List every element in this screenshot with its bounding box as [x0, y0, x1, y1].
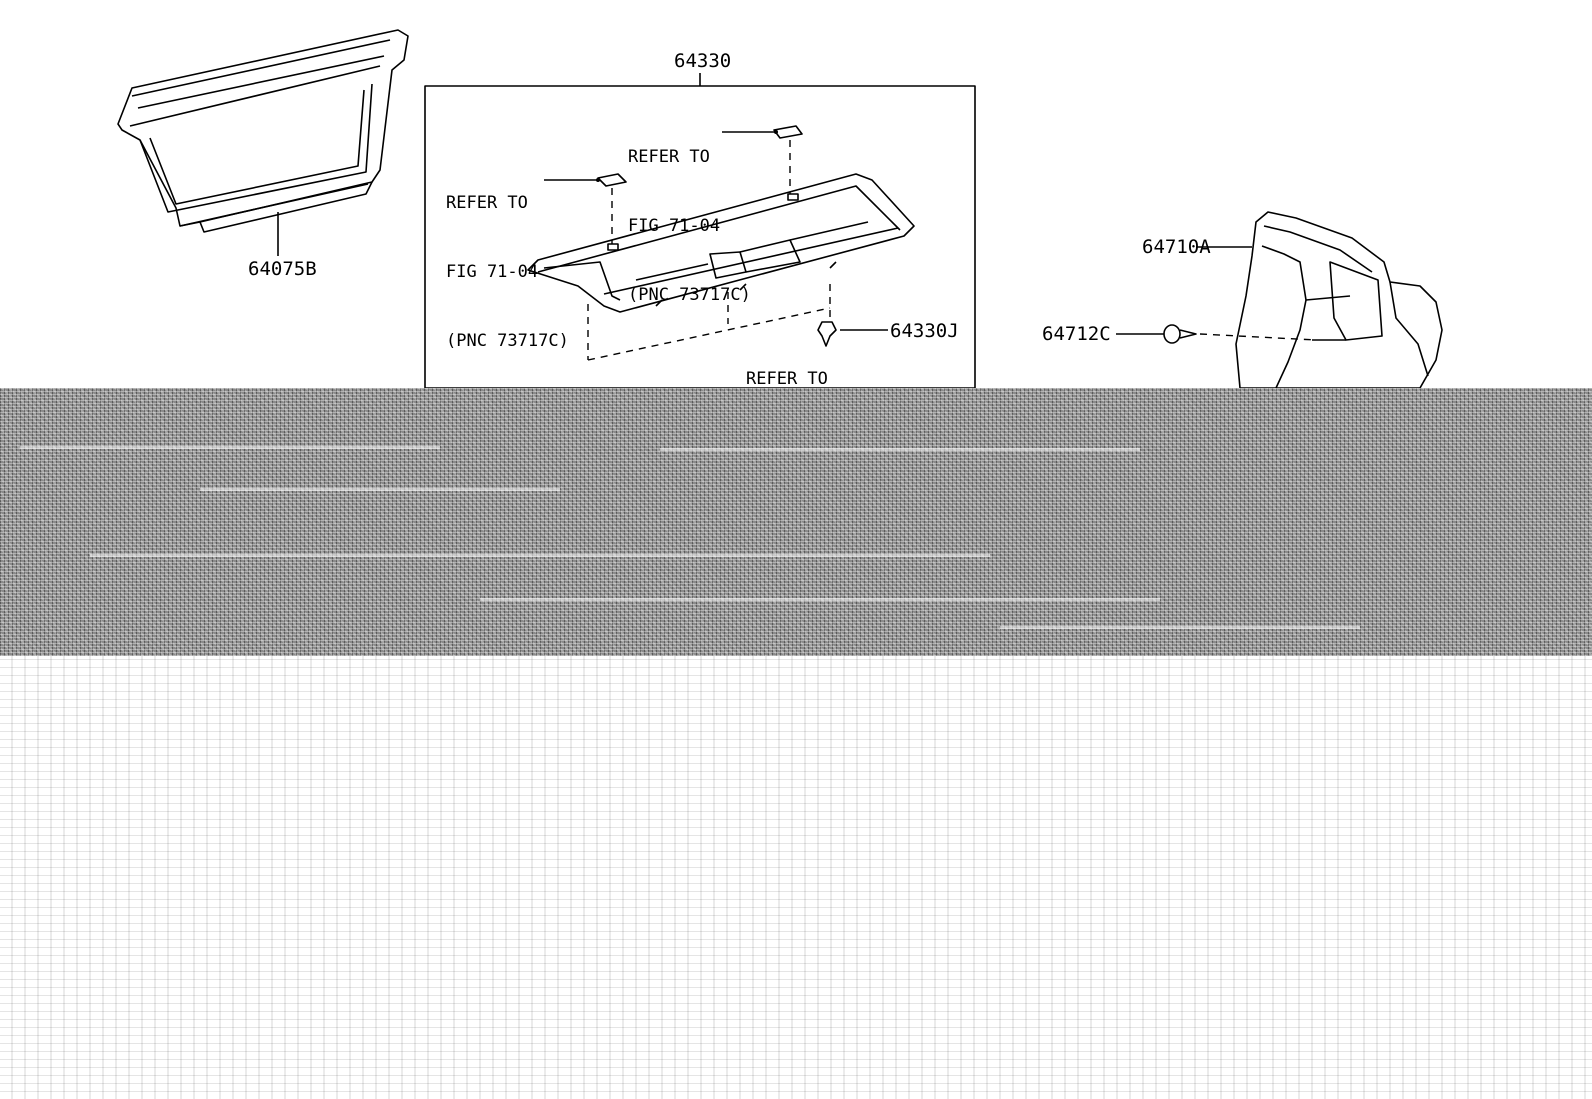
reference-note-line: FIG 71-04: [446, 262, 539, 282]
reference-note-line: FIG 71-04: [628, 216, 721, 236]
noise-streak: [1000, 626, 1360, 629]
noise-streak: [480, 598, 1160, 601]
noise-streak: [200, 488, 560, 491]
reference-note-line: (PNC 73717C): [628, 285, 751, 305]
reference-note-line: REFER TO: [628, 147, 710, 167]
part-64330-drawing: [527, 125, 915, 347]
reference-note-line: (PNC 73717C): [446, 331, 569, 351]
noise-streak: [20, 446, 440, 449]
label-64330: 64330: [674, 50, 732, 72]
noise-streak: [660, 448, 1140, 451]
part-64710A-drawing: [1235, 211, 1443, 389]
corrupted-noise-band: [0, 388, 1592, 656]
corrupted-light-noise: [0, 656, 1592, 1099]
reference-note-left: REFER TO FIG 71-04 (PNC 73717C): [446, 146, 569, 399]
label-64712C: 64712C: [1042, 323, 1111, 345]
label-64075B: 64075B: [248, 258, 317, 280]
reference-note-right: REFER TO FIG 71-04 (PNC 73717C): [628, 100, 751, 353]
reference-note-bottom: REFER TO: [746, 369, 828, 389]
label-64330J: 64330J: [890, 320, 959, 342]
noise-streak: [90, 554, 990, 557]
label-64710A: 64710A: [1142, 236, 1211, 258]
part-64712C-drawing: [1163, 324, 1197, 344]
part-64075B-drawing: [117, 29, 409, 256]
reference-note-line: REFER TO: [446, 193, 528, 213]
